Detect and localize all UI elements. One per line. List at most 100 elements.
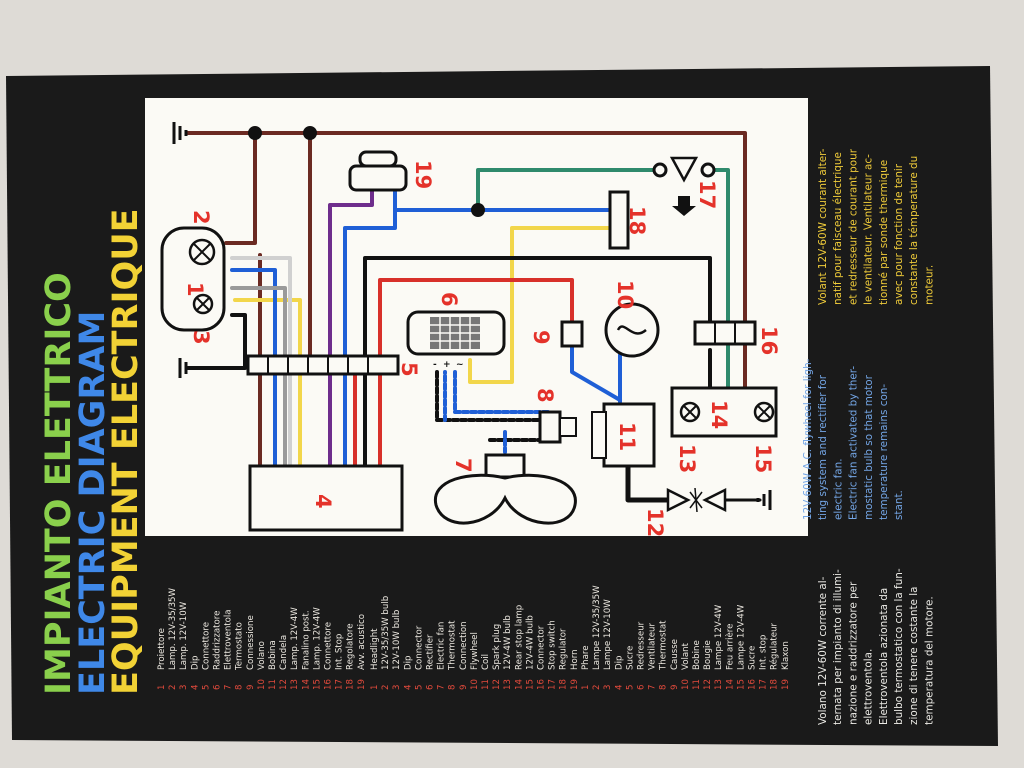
rectifier-terminal-tilde: ~ — [456, 360, 464, 370]
legend-item: Sucre — [625, 646, 635, 670]
diagram-overlay: - + ~ 1 2 3 4 5 6 7 8 9 10 11 12 13 14 1… — [145, 98, 808, 537]
wire-yellow-left — [233, 298, 302, 472]
legend-number: 11 — [268, 679, 278, 690]
paragraph-en-line: stant. — [893, 490, 905, 520]
legend-number: 19 — [570, 679, 580, 690]
paragraph-it-line: Volano 12V-60W corrente al- — [817, 576, 829, 725]
legend-item: Causse — [670, 639, 680, 670]
component-number-3: 3 — [189, 330, 213, 345]
junction-dot — [248, 126, 262, 140]
legend-item: Rectifier — [426, 634, 436, 670]
legend-number: 7 — [648, 685, 658, 690]
legend-number: 5 — [201, 685, 211, 690]
legend-item: Rear stop lamp — [514, 605, 524, 670]
fan-component — [433, 453, 577, 525]
paragraph-fr-line: Volant 12V-60W courant alter- — [817, 148, 829, 305]
legend-item: Candela — [279, 635, 289, 670]
legend-item: Raddrizzatore — [213, 611, 223, 670]
legend-number: 10 — [681, 679, 691, 690]
ground-bus — [186, 131, 747, 392]
legend-number: 3 — [392, 685, 402, 690]
paragraph-en-line: Electric fan activated by ther- — [848, 366, 860, 520]
legend-item: Flywheel — [470, 632, 480, 670]
legend-number: 18 — [770, 679, 780, 690]
ground-symbol-icon — [178, 358, 194, 378]
legend-item: Thermostat — [659, 620, 669, 671]
legend-number: 7 — [224, 685, 234, 690]
paragraph-fr-line: moteur. — [923, 265, 935, 305]
legend-number: 15 — [736, 679, 746, 690]
legend-number: 17 — [335, 679, 345, 690]
legend-item: Thermostat — [448, 620, 458, 671]
component-number-5: 5 — [397, 362, 421, 377]
component-number-4: 4 — [311, 494, 335, 509]
legend-item: 12V-4W bulb — [525, 615, 535, 670]
paragraph-en-line: temperature remains con- — [878, 384, 890, 520]
legend-number: 4 — [190, 685, 200, 690]
legend-item: Bobina — [268, 640, 278, 670]
wire-violet — [328, 188, 374, 472]
wire-yellow-18 — [468, 226, 612, 384]
legend-number: 11 — [692, 679, 702, 690]
wire-dotted-6 — [435, 370, 550, 422]
legend-item: Bobine — [692, 640, 702, 670]
paragraph-fr-line: constante la témperature du — [908, 156, 920, 305]
component-number-13: 13 — [675, 444, 699, 473]
paragraph-fr-line: tionné par sonde thermique — [878, 160, 890, 305]
legend-item: Coil — [481, 654, 491, 670]
legend-number: 18 — [559, 679, 569, 690]
regulator-component — [608, 190, 630, 250]
legend-item: 12V-10W bulb — [392, 610, 402, 670]
legend-number: 8 — [448, 685, 458, 690]
bulb-icon — [192, 293, 214, 315]
legend-number: 1 — [157, 685, 167, 690]
wire-red-9-11 — [570, 343, 622, 402]
legend-item: Int. stop — [759, 635, 769, 670]
wire-hv — [625, 462, 671, 503]
legend-number: 18 — [346, 679, 356, 690]
legend-number: 16 — [748, 679, 758, 690]
component-number-10: 10 — [613, 280, 637, 309]
legend-number: 5 — [414, 685, 424, 690]
coil-component — [591, 402, 656, 468]
bulb-icon — [188, 238, 216, 266]
component-labels: 1 2 3 4 5 6 7 8 9 10 11 12 13 14 15 16 1… — [183, 160, 781, 537]
component-number-9: 9 — [529, 330, 553, 345]
legend-number: 17 — [548, 679, 558, 690]
wire-dotted-7 — [453, 370, 550, 414]
legend-item: Headlight — [370, 628, 380, 670]
legend-number: 12 — [703, 679, 713, 690]
legend-item: Klaxon — [781, 641, 791, 670]
wire-harness-blue — [230, 268, 277, 472]
legend-number: 3 — [603, 685, 613, 690]
legend-item: Sucre — [748, 646, 758, 670]
paragraph-en-line: 12V-60W A.C. flywheel for ligh- — [802, 358, 814, 520]
bulb-icon — [753, 401, 775, 423]
legend-number: 1 — [370, 685, 380, 690]
legend-item: Proiettore — [157, 628, 167, 670]
legend-item: Lampe 12V-4W — [714, 604, 724, 670]
legend-number: 6 — [637, 685, 647, 690]
legend-number: 4 — [403, 685, 413, 690]
legend-number: 6 — [213, 685, 223, 690]
component-number-2: 2 — [189, 210, 213, 225]
rectifier-terminal-minus: - — [433, 360, 437, 370]
legend-number: 2 — [592, 685, 602, 690]
paragraph-fr-line: avec pour fonction de tenir — [893, 163, 905, 305]
legend-number: 19 — [781, 679, 791, 690]
legend-number: 19 — [357, 679, 367, 690]
ground-symbol-icon — [756, 490, 772, 510]
component-number-18: 18 — [625, 206, 649, 235]
wire-harness-grey — [230, 256, 292, 472]
legend-item: Regolatore — [346, 624, 356, 671]
legend-item: Volant — [681, 642, 691, 670]
connector-5 — [246, 354, 400, 376]
arrow-down-icon — [672, 196, 696, 216]
legend-item: Lamp. 12V-10W — [179, 601, 189, 670]
legend-number: 1 — [581, 685, 591, 690]
legend-item: Electric fan — [437, 622, 447, 670]
wire-black-3 — [186, 313, 247, 370]
component-number-8: 8 — [533, 388, 557, 403]
